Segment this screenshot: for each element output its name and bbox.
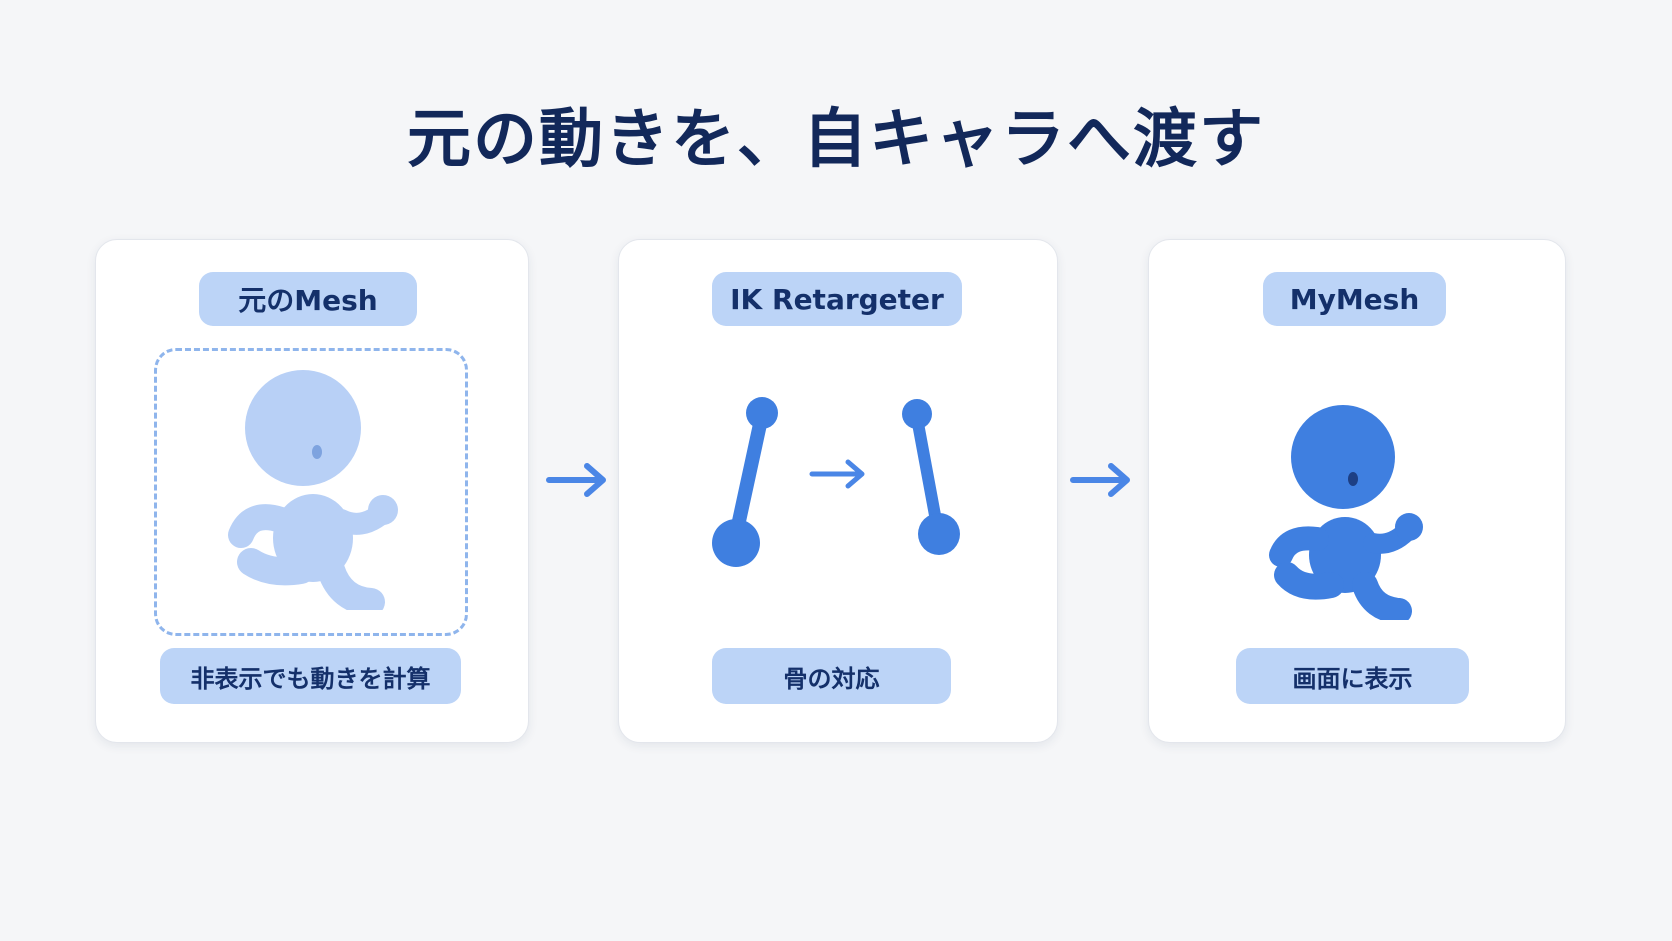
- arrow-right-icon: [1070, 463, 1130, 497]
- arrow-right-small-icon: [809, 459, 865, 489]
- bone-chain-source-icon: [712, 397, 778, 567]
- caption-ik-retargeter: 骨の対応: [712, 648, 951, 704]
- card-ik-retargeter: IK Retargeter 骨の対応: [618, 239, 1058, 743]
- card-source-mesh: 元のMesh 非表示でも動きを計算: [95, 239, 529, 743]
- label-ik-retargeter: IK Retargeter: [712, 272, 962, 326]
- running-figure-solid-icon: [1269, 405, 1423, 620]
- page-title: 元の動きを、自キャラへ渡す: [407, 103, 1265, 177]
- hidden-mesh-frame: [154, 348, 468, 636]
- caption-source-mesh: 非表示でも動きを計算: [160, 648, 461, 704]
- caption-my-mesh: 画面に表示: [1236, 648, 1469, 704]
- label-my-mesh: MyMesh: [1263, 272, 1446, 326]
- running-figure-ghost-icon: [228, 370, 398, 610]
- arrow-right-icon: [546, 463, 606, 497]
- card-my-mesh: MyMesh 画面に表示: [1148, 239, 1566, 743]
- label-source-mesh: 元のMesh: [199, 272, 417, 326]
- bone-chain-target-icon: [902, 399, 960, 555]
